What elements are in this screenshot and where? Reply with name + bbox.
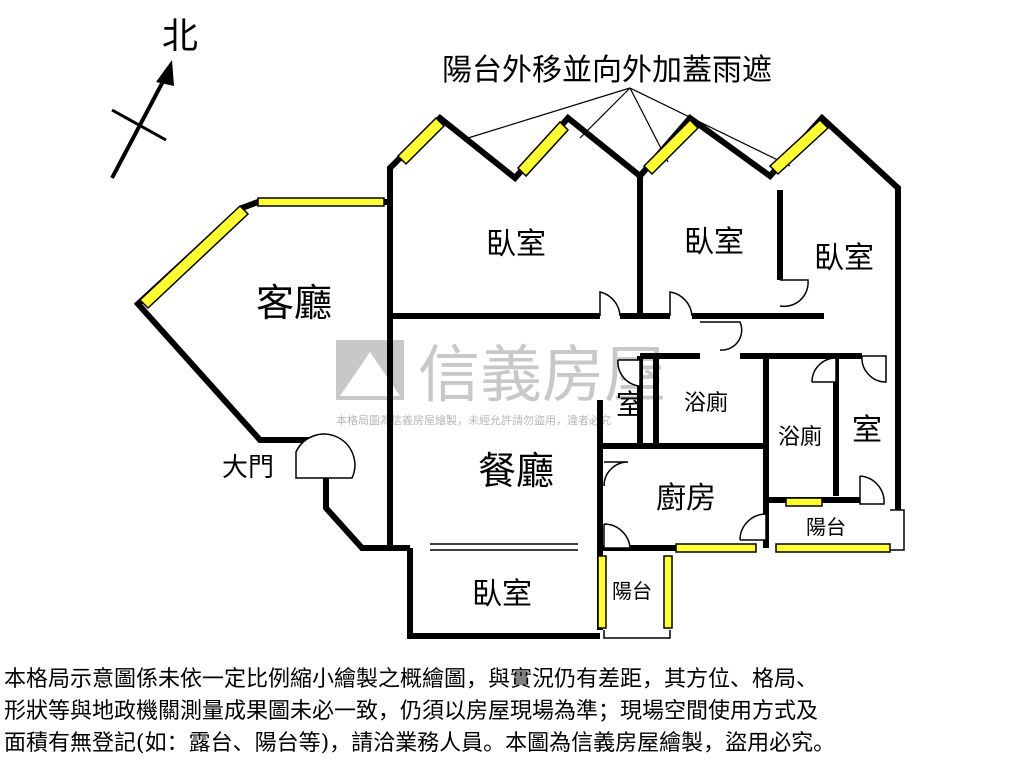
- watermark-subtext: 本格局圖為信義房屋繪製，未經允許請勿盜用，違者必究: [336, 413, 611, 427]
- label-bathroom-2: 浴廁: [778, 425, 822, 450]
- window-bed4: [768, 118, 830, 176]
- disclaimer-line-1: 本格局示意圖係未依一定比例縮小繪製之概繪圖，與實況仍有差距，其方位、格局、: [4, 667, 819, 692]
- window-balcony-left: [597, 555, 607, 629]
- door-room2: [861, 355, 887, 383]
- label-balcony-2: 陽台: [806, 515, 846, 539]
- window-bed2: [516, 120, 570, 178]
- watermark-logo-mark: [340, 352, 400, 396]
- door-hall: [700, 321, 743, 351]
- window-bed1: [396, 116, 446, 166]
- disclaimer: 本格局示意圖係未依一定比例縮小繪製之概繪圖，與實況仍有差距，其方位、格局、 形狀…: [4, 664, 1020, 760]
- label-living-room: 客廳: [256, 281, 332, 325]
- disclaimer-line-3: 面積有無登記(如：露台、陽台等)，請洽業務人員。本圖為信義房屋繪製，盜用必究。: [4, 731, 836, 756]
- thin-lines: [430, 509, 905, 639]
- windows: [138, 116, 891, 629]
- north-arrow-head: [156, 60, 174, 86]
- label-bedroom-2: 臥室: [684, 225, 744, 260]
- window-kitchen-2: [775, 543, 891, 553]
- door-balcony-right: [739, 513, 767, 541]
- label-bathroom-1: 浴廁: [684, 391, 728, 416]
- doors: [295, 279, 887, 549]
- label-small-room-1: 室: [616, 388, 644, 421]
- room-labels: 客廳 餐廳 廚房 臥室 臥室 臥室 臥室 浴廁 浴廁 室 室 陽台 陽台 大門: [222, 225, 882, 612]
- label-small-room-2: 室: [852, 413, 882, 448]
- label-main-door: 大門: [222, 453, 274, 483]
- label-kitchen: 廚房: [656, 481, 716, 516]
- window-living-top: [257, 197, 385, 207]
- door-main: [295, 433, 356, 479]
- door-balcony-lower: [603, 523, 631, 549]
- door-kitchen: [603, 461, 629, 487]
- door-bed2: [669, 291, 693, 317]
- door-bed3: [779, 279, 809, 308]
- label-bedroom-4: 臥室: [472, 577, 532, 612]
- floor-plan: 北 陽台外移並向外加蓋雨遮 信義房屋 本格局圖為信義房屋繪製，未經允許請勿盜用，…: [110, 16, 905, 639]
- label-bedroom-1: 臥室: [486, 227, 546, 262]
- compass-crossbar: [111, 108, 167, 142]
- door-bath2: [811, 357, 837, 383]
- label-dining-room: 餐廳: [478, 449, 554, 493]
- window-bed3: [642, 118, 700, 176]
- annotation-label: 陽台外移並向外加蓋雨遮: [442, 53, 772, 88]
- label-bedroom-3: 臥室: [814, 241, 874, 276]
- compass: 北: [110, 16, 198, 179]
- label-balcony-1: 陽台: [612, 579, 652, 603]
- window-kitchen-1: [675, 543, 757, 553]
- door-small-room: [617, 359, 641, 387]
- door-balcony-far: [859, 475, 885, 505]
- north-label: 北: [162, 16, 198, 57]
- disclaimer-line-2: 形狀等與地政機關測量成果圖未必一致，仍須以房屋現場為準；現場空間使用方式及: [4, 699, 819, 724]
- window-living-diagonal: [138, 204, 250, 310]
- window-balcony-inner: [785, 497, 823, 507]
- watermark: 信義房屋 本格局圖為信義房屋繪製，未經允許請勿盜用，違者必究: [336, 338, 666, 427]
- window-balcony-right: [663, 555, 673, 629]
- door-bed1: [599, 291, 621, 317]
